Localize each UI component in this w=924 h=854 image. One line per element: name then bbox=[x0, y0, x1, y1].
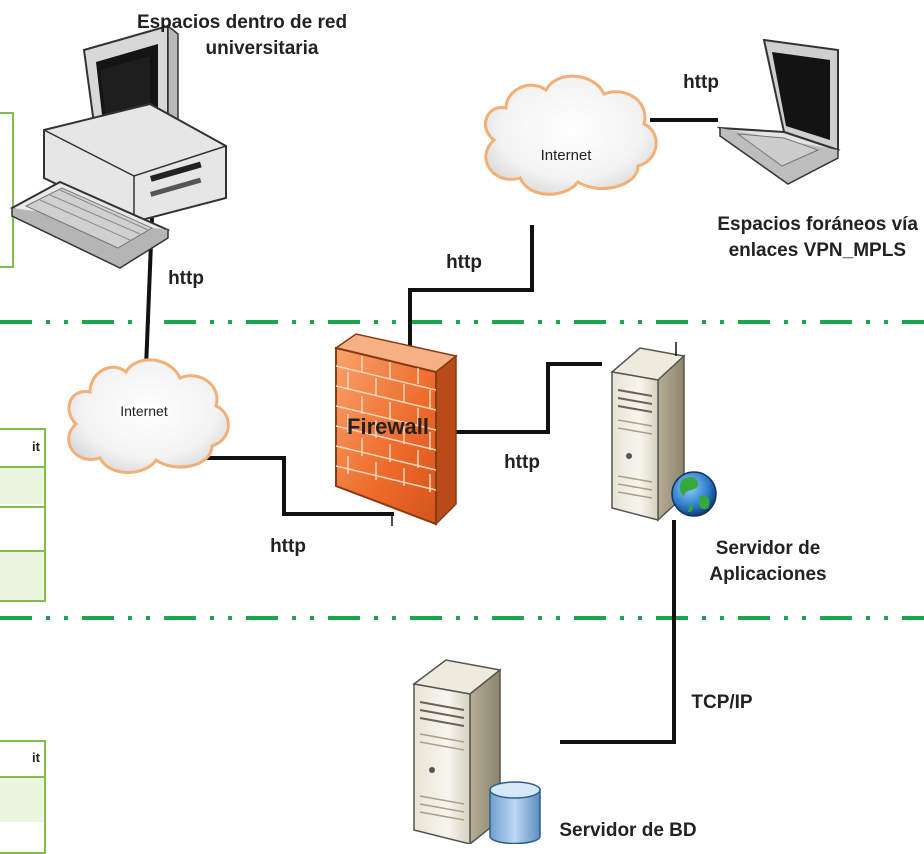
http-label-firewall-internet: http bbox=[446, 252, 482, 273]
tcpip-label: TCP/IP bbox=[691, 692, 753, 713]
side-table-middle-row bbox=[0, 550, 44, 600]
side-table-bottom: it bbox=[0, 740, 46, 854]
campus-zone-title: Espacios dentro de red universitaria bbox=[104, 10, 380, 62]
remote-zone-title-line2: enlaces VPN_MPLS bbox=[728, 240, 906, 261]
server-icon bbox=[610, 342, 686, 522]
app-server-label: Servidor de Aplicaciones bbox=[680, 536, 856, 588]
side-table-middle-row bbox=[0, 466, 44, 504]
side-table-middle-header: it bbox=[32, 439, 40, 454]
globe-icon bbox=[671, 471, 717, 517]
http-label-appserver: http bbox=[504, 452, 540, 473]
remote-zone-title: Espacios foráneos vía enlaces VPN_MPLS bbox=[676, 212, 924, 264]
cloud-right-label: Internet bbox=[541, 147, 593, 164]
side-table-top bbox=[0, 112, 14, 268]
database-icon bbox=[489, 781, 541, 844]
cloud-icon: Internet bbox=[67, 358, 230, 474]
http-label-bottom: http bbox=[270, 536, 306, 557]
cloud-left-label: Internet bbox=[120, 403, 168, 419]
campus-zone-title-line1: Espacios dentro de red bbox=[136, 12, 348, 33]
server-icon bbox=[412, 659, 502, 844]
side-table-bottom-header: it bbox=[32, 750, 40, 765]
cloud-icon: Internet bbox=[484, 74, 658, 196]
connector-firewall-appserver bbox=[446, 362, 602, 434]
connector-cloud-firewall bbox=[168, 456, 394, 516]
laptop-icon bbox=[716, 38, 841, 185]
firewall-icon bbox=[334, 333, 458, 526]
db-server-label: Servidor de BD bbox=[559, 820, 697, 841]
desktop-computer-icon bbox=[9, 24, 227, 269]
connector-appserver-dbserver bbox=[560, 520, 676, 744]
campus-zone-title-line2: universitaria bbox=[205, 38, 319, 59]
http-label-laptop: http bbox=[683, 72, 719, 93]
firewall-label: Firewall bbox=[347, 414, 429, 439]
connector-firewall-internet bbox=[408, 225, 534, 362]
http-label-campus: http bbox=[168, 268, 204, 289]
side-table-bottom-row bbox=[0, 776, 44, 822]
app-server-label-line2: Aplicaciones bbox=[709, 564, 827, 585]
remote-zone-title-line1: Espacios foráneos vía bbox=[717, 214, 918, 235]
side-table-middle: it bbox=[0, 428, 46, 602]
side-table-middle-row bbox=[0, 506, 44, 509]
app-server-label-line1: Servidor de bbox=[715, 538, 821, 559]
